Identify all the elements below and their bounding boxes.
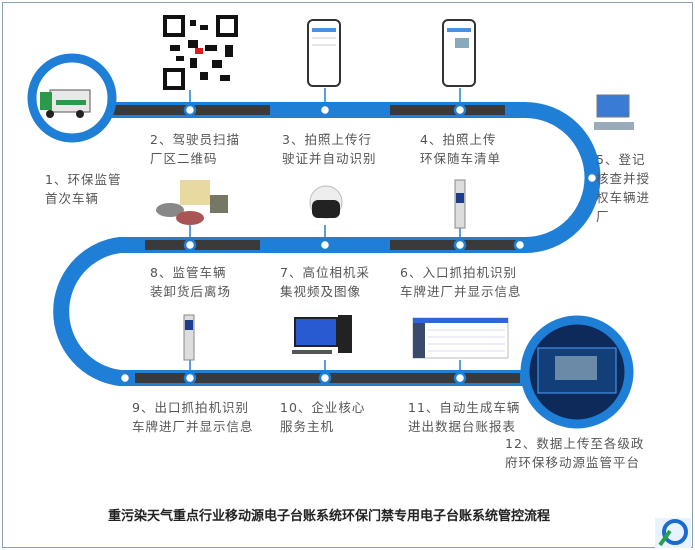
step-7-line-2: 集视频及图像 [280,284,362,299]
step-5-line-2: 核查并授 [596,171,651,186]
step-7-line-1: 7、高位相机采 [280,265,370,280]
camera-icon [309,185,343,219]
step-4-label: 4、拍照上传环保随车清单 [420,130,501,168]
step-10-line-2: 服务主机 [280,419,335,434]
step-11-line-2: 进出数据台账报表 [408,419,517,434]
report-screen-icon [412,317,509,359]
step-1-line-2: 首次车辆 [45,191,100,206]
step-12-line-1: 12、数据上传至各级政 [505,436,645,451]
step-12-label: 12、数据上传至各级政府环保移动源监管平台 [505,434,644,472]
step-8-label: 8、监管车辆装卸货后离场 [150,263,231,301]
step-3-line-2: 驶证并自动识别 [282,151,377,166]
step-5-line-3: 权车辆进 [596,190,651,205]
exit-camera-icon [183,314,195,361]
step-9-line-1: 9、出口抓拍机识别 [132,400,249,415]
server-icon [292,315,352,354]
computer-icon [594,94,634,130]
diagram-title: 重污染天气重点行业移动源电子台账系统环保门禁专用电子台账系统管控流程 [108,509,551,524]
logo-icon [655,518,691,548]
truck-icon [27,53,117,143]
step-3-label: 3、拍照上传行驶证并自动识别 [282,130,377,168]
step-8-line-1: 8、监管车辆 [150,265,227,280]
step-5-label: 5、登记核查并授权车辆进厂 [596,150,650,226]
step-12-line-2: 府环保移动源监管平台 [505,455,641,470]
step-4-line-1: 4、拍照上传 [420,132,497,147]
step-10-line-1: 10、企业核心 [280,400,366,415]
cargo-icon [156,180,228,225]
step-2-line-2: 厂区二维码 [150,151,218,166]
step-8-line-2: 装卸货后离场 [150,284,232,299]
step-1-line-1: 1、环保监管 [45,172,122,187]
step-6-label: 6、入口抓拍机识别车牌进厂并显示信息 [400,263,522,301]
step-11-line-1: 11、自动生成车辆 [408,400,521,415]
step-9-label: 9、出口抓拍机识别车牌进厂并显示信息 [132,398,254,436]
step-5-line-4: 厂 [596,209,610,224]
step-1-label: 1、环保监管首次车辆 [45,170,121,208]
connector-stems [189,88,461,373]
qr-code-icon [163,15,238,90]
step-10-label: 10、企业核心服务主机 [280,398,365,436]
phone-icon [442,19,476,87]
phone-icon [307,19,341,87]
step-nodes [118,103,599,385]
step-4-line-2: 环保随车清单 [420,151,502,166]
step-9-line-2: 车牌进厂并显示信息 [132,419,254,434]
step-11-label: 11、自动生成车辆进出数据台账报表 [408,398,520,436]
step-2-label: 2、驾驶员扫描厂区二维码 [150,130,240,168]
step-2-line-1: 2、驾驶员扫描 [150,132,240,147]
step-6-line-2: 车牌进厂并显示信息 [400,284,522,299]
step-3-line-1: 3、拍照上传行 [282,132,372,147]
step-5-line-1: 5、登记 [596,152,646,167]
step-7-label: 7、高位相机采集视频及图像 [280,263,370,301]
step-6-line-1: 6、入口抓拍机识别 [400,265,517,280]
platform-screen-icon [520,315,634,429]
entrance-camera-icon [454,179,466,229]
